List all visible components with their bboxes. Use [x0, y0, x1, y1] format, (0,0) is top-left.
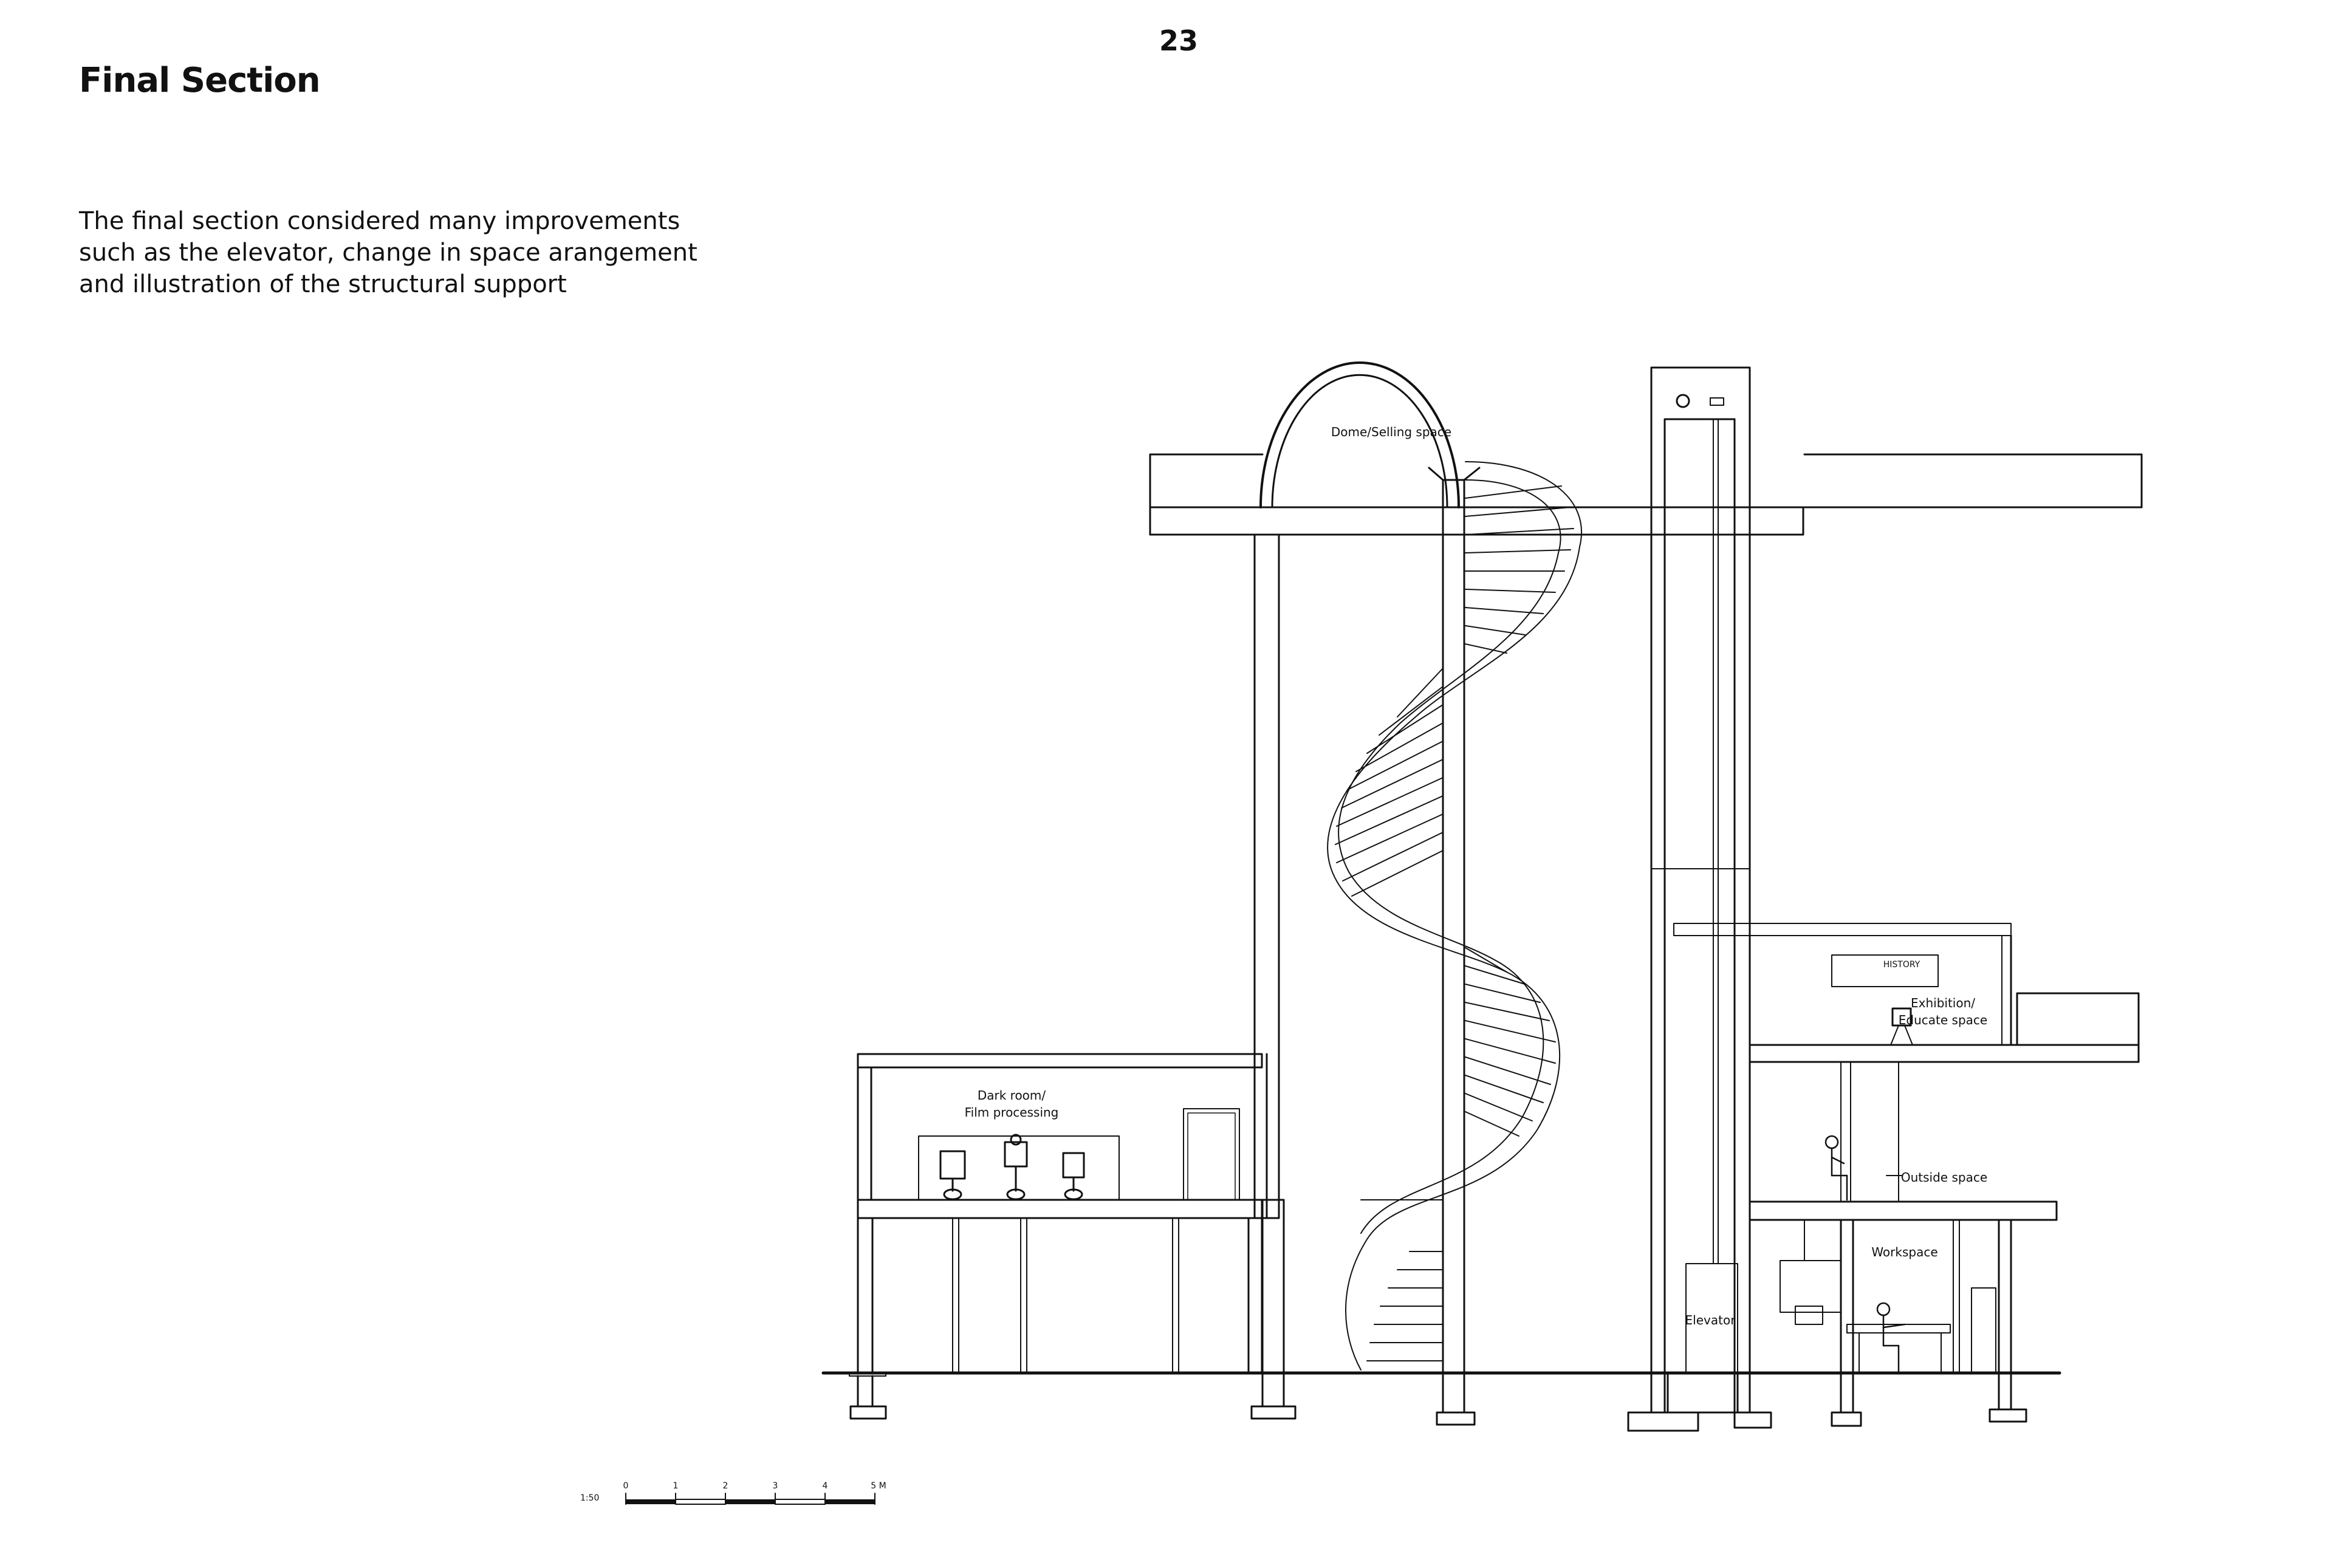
scale-ratio: 1:50 [580, 1493, 599, 1503]
workspace-desk [1846, 1324, 1951, 1333]
elevator-cab [1685, 1263, 1738, 1374]
right-wing [1673, 923, 2140, 1374]
scale-tick-label: 2 [723, 1481, 728, 1491]
intro-paragraph: The final section considered many improv… [79, 205, 778, 300]
scale-tick-label: 0 [623, 1481, 629, 1491]
scale-bar [625, 1493, 875, 1505]
person-sitting-icon [1824, 1135, 1848, 1201]
label-outside-space: Outside space [1901, 1170, 1987, 1185]
scale-tick-label: 5 M [871, 1481, 886, 1491]
camera-icon [1891, 1007, 1912, 1027]
workspace-board [1780, 1260, 1841, 1313]
intro-line: such as the elevator, change in space ar… [79, 239, 697, 267]
scale-tick-label: 1 [673, 1481, 679, 1491]
intro-line: and illustration of the structural suppo… [79, 270, 567, 298]
label-exhibition: Exhibition/ [1911, 996, 1975, 1010]
main-tower [1149, 361, 2143, 1414]
pulley-icon [1676, 394, 1690, 408]
elevator-shaft [1650, 366, 1751, 1414]
label-dome: Dome/Selling space [1331, 425, 1451, 439]
dome [1259, 361, 1460, 508]
label-elevator: Elevator [1685, 1313, 1736, 1327]
left-wing [857, 1053, 1263, 1374]
enlarger-icon [1004, 1141, 1028, 1168]
scale-tick-label: 4 [823, 1481, 828, 1491]
enlarger-icon [939, 1150, 966, 1180]
person-working-icon [1876, 1302, 1906, 1373]
intro-line: The final section considered many improv… [79, 207, 680, 235]
spiral-staircase [1327, 461, 1583, 1371]
door [1183, 1108, 1240, 1200]
label-dark-room: Dark room/ [978, 1088, 1046, 1103]
label-workspace: Workspace [1871, 1245, 1937, 1259]
central-column [1442, 479, 1465, 1414]
scale-tick-label: 3 [773, 1481, 778, 1491]
label-film-processing: Film processing [965, 1105, 1059, 1120]
foundations [849, 1372, 2027, 1432]
history-poster [1831, 954, 1939, 987]
page-number: 23 [1159, 24, 1198, 57]
enlarger-icon [1062, 1152, 1085, 1179]
label-educate-space: Educate space [1899, 1013, 1987, 1027]
page-title: Final Section [79, 61, 321, 100]
door [1971, 1287, 1996, 1374]
poster-text: HISTORY [1883, 960, 1920, 970]
